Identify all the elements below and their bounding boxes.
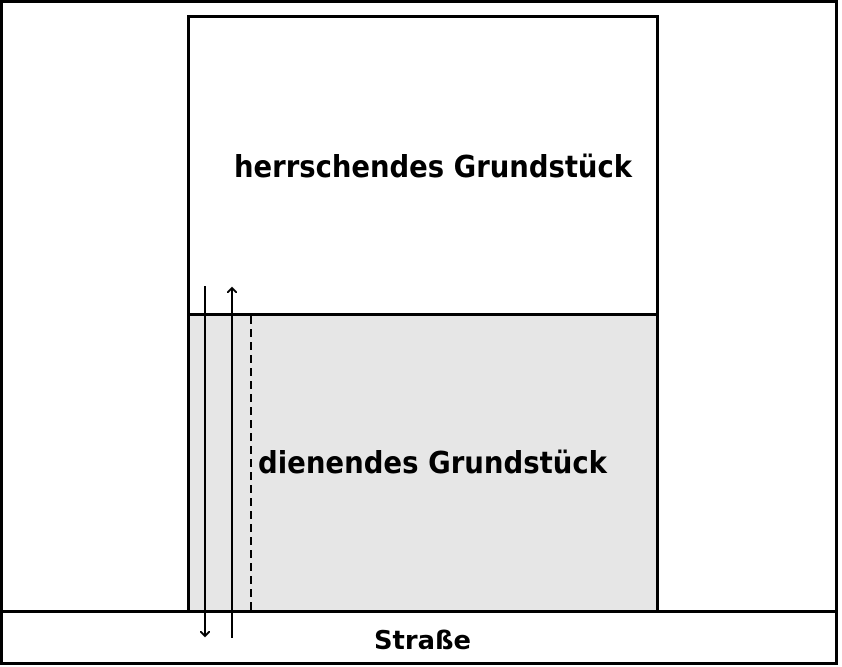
servient-parcel-label: dienendes Grundstück: [258, 446, 608, 481]
servient-parcel: [187, 313, 659, 613]
dominant-parcel-label: herrschendes Grundstück: [234, 150, 633, 185]
dominant-parcel: [187, 15, 659, 316]
street-label: Straße: [374, 626, 471, 656]
street: [0, 610, 838, 665]
